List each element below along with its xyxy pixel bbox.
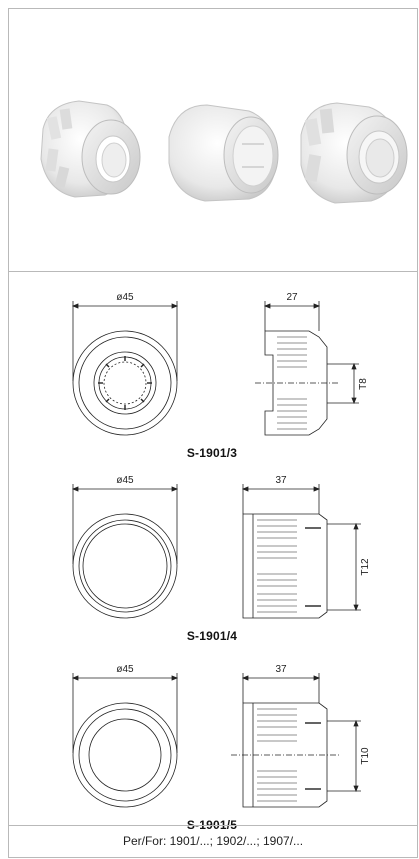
drawing-s-1901-5: ø45 (71, 664, 371, 808)
compatibility-footer: Per/For: 1901/...; 1902/...; 1907/... (9, 824, 417, 857)
cap-smooth (168, 104, 279, 202)
thread-label: T10 (360, 747, 371, 765)
footer-divider (9, 825, 417, 826)
technical-drawings: ø45 (71, 292, 371, 808)
drawing-s-1901-4: ø45 (71, 475, 371, 619)
depth-label: 37 (275, 475, 287, 486)
side-view: 37 T10 (231, 664, 371, 808)
front-view: ø45 (71, 664, 179, 808)
front-view: ø45 (71, 292, 179, 436)
cap-ribbed-small-opening (300, 102, 408, 204)
product-sheet: ø45 (8, 8, 418, 858)
model-label-s-1901-3: S-1901/3 (186, 446, 238, 460)
depth-label: 37 (275, 664, 287, 675)
diameter-label: ø45 (116, 475, 134, 486)
compatibility-text: Per/For: 1901/...; 1902/...; 1907/... (122, 833, 304, 848)
thread-label: T8 (358, 378, 369, 390)
diameter-label: ø45 (116, 292, 134, 303)
depth-label: 27 (286, 292, 298, 303)
side-view: 27 T8 (255, 292, 369, 436)
panel-divider (9, 271, 417, 272)
front-view: ø45 (71, 475, 179, 619)
product-photo-panel (9, 9, 417, 271)
thread-label: T12 (360, 558, 371, 576)
side-view: 37 T12 (241, 475, 371, 619)
technical-drawings-panel: ø45 (9, 271, 417, 832)
product-photo (40, 100, 408, 204)
diameter-label: ø45 (116, 664, 134, 675)
model-label-s-1901-4: S-1901/4 (186, 629, 238, 643)
drawing-s-1901-3: ø45 (71, 292, 369, 436)
cap-ribbed-large-opening (40, 100, 141, 198)
